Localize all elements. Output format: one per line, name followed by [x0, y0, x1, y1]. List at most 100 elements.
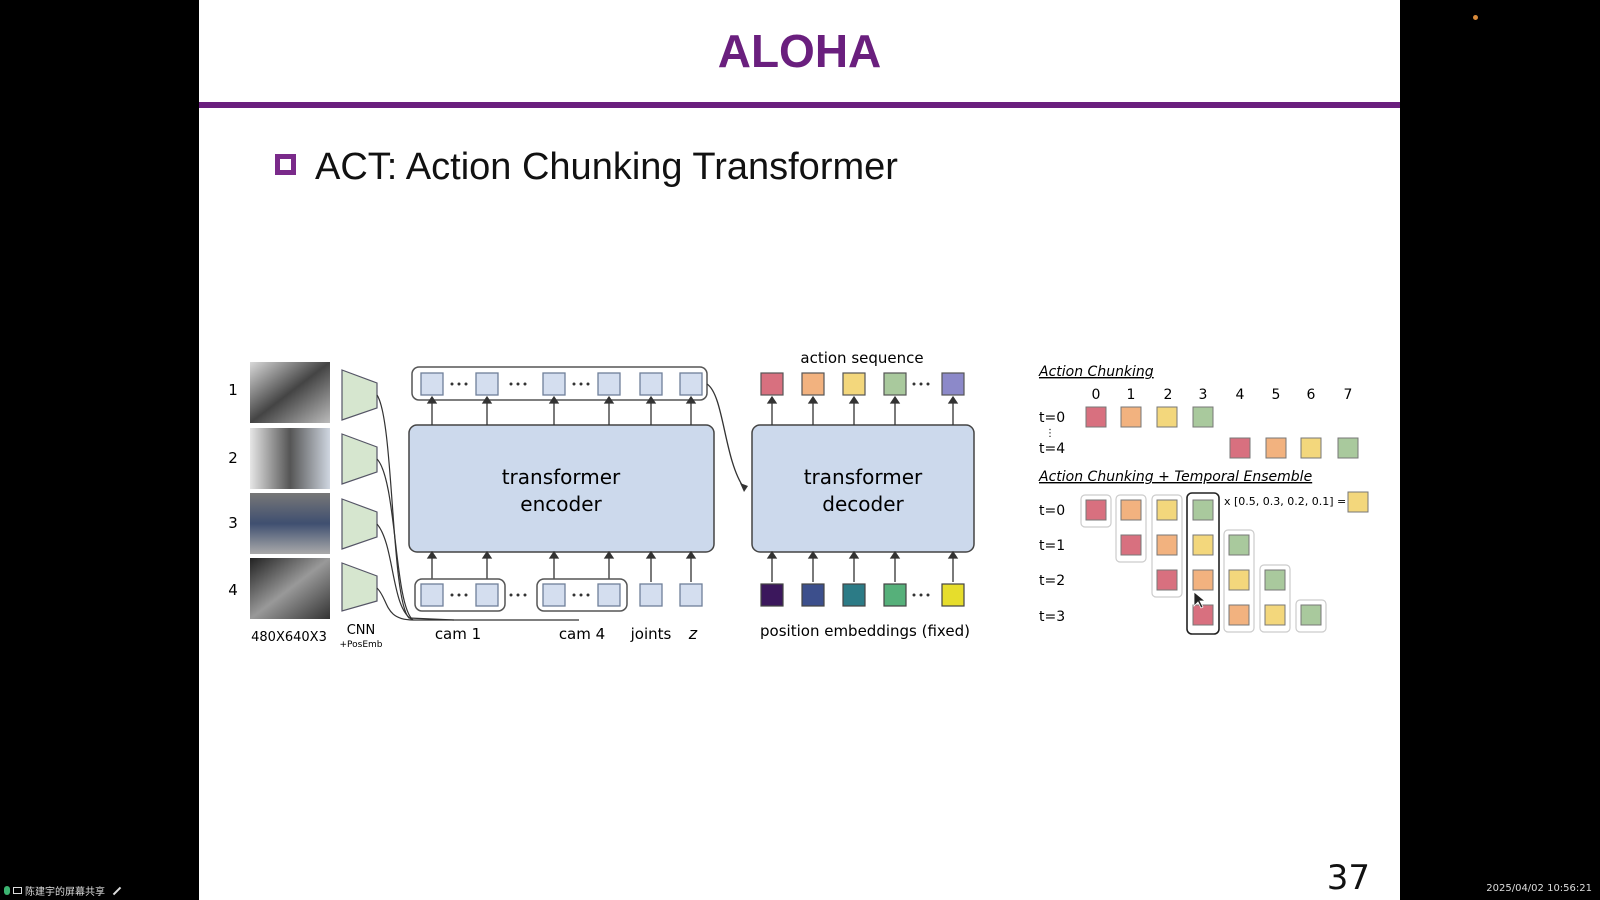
decoder-label-line1: transformer [804, 465, 923, 489]
weights-formula: x [0.5, 0.3, 0.2, 0.1] = [1224, 495, 1346, 508]
position-embedding-token [941, 583, 965, 607]
column-header: 2 [1164, 387, 1173, 403]
ensemble-row-label: t=3 [1039, 609, 1065, 625]
position-embedding-token [760, 583, 784, 607]
arrow-head [740, 483, 748, 492]
column-header: 1 [1127, 387, 1136, 403]
encoder-to-decoder-arrow [706, 383, 745, 489]
column-header: 4 [1236, 387, 1245, 403]
act-architecture-diagram: 1 2 3 4 480X640X3 CNN +PosEmb [228, 349, 1369, 650]
posemb-label: +PosEmb [339, 640, 382, 650]
camera-label: 4 [228, 581, 238, 599]
encoder-arrows [426, 395, 697, 582]
token [420, 372, 444, 396]
screen-share-label: 陈建宇的屏幕共享 [25, 887, 105, 898]
token [475, 372, 499, 396]
ellipsis-dots [912, 382, 930, 597]
token [420, 583, 444, 607]
cam4-label: cam 4 [559, 625, 605, 643]
camera-index-labels: 1 2 3 4 [228, 381, 238, 599]
title-divider [199, 102, 1400, 108]
position-embeddings-label: position embeddings (fixed) [760, 622, 970, 640]
ensemble-row-label: t=1 [1039, 538, 1065, 554]
pen-icon[interactable] [112, 886, 122, 895]
encoder-output-tokens [420, 372, 703, 396]
column-header: 6 [1307, 387, 1316, 403]
column-header: 3 [1199, 387, 1208, 403]
page-number: 37 [1326, 858, 1370, 898]
action-chunking-title: Action Chunking [1038, 364, 1154, 380]
column-header: 0 [1092, 387, 1101, 403]
token [542, 583, 566, 607]
chunk-row-label: t=0 [1039, 410, 1065, 426]
camera-label: 1 [228, 381, 238, 399]
cam1-label: cam 1 [435, 625, 481, 643]
slide-heading: ACT: Action Chunking Transformer [315, 146, 898, 188]
microphone-icon [4, 886, 10, 895]
token [679, 583, 703, 607]
token [639, 583, 663, 607]
token [597, 583, 621, 607]
position-embedding-token [883, 583, 907, 607]
column-header: 7 [1344, 387, 1353, 403]
ensemble-result-cell [1347, 491, 1369, 513]
camera-label: 2 [228, 449, 238, 467]
slide-title: ALOHA [717, 25, 882, 77]
screen-share-indicator[interactable]: 陈建宇的屏幕共享 [4, 883, 122, 898]
token [475, 583, 499, 607]
cnn-trapezoid [341, 498, 378, 550]
ensemble-cells [1085, 499, 1322, 626]
token [542, 372, 566, 396]
token [597, 372, 621, 396]
screen-share-icon [13, 887, 22, 894]
chunk-row-label: t=4 [1039, 441, 1065, 457]
cnn-label: CNN [347, 623, 376, 638]
column-header: 5 [1272, 387, 1281, 403]
decoder-arrows [766, 395, 959, 582]
ensemble-row-label: t=2 [1039, 573, 1065, 589]
slide: ALOHA ACT: Action Chunking Transformer 1… [199, 0, 1400, 900]
token [639, 372, 663, 396]
action-sequence-label: action sequence [800, 349, 923, 367]
action-token [883, 372, 907, 396]
system-clock: 2025/04/02 10:56:21 [1486, 883, 1592, 894]
encoder-input-tokens [420, 583, 703, 607]
mouse-cursor-icon [1193, 591, 1207, 609]
action-sequence-tokens [760, 372, 965, 396]
action-token [801, 372, 825, 396]
temporal-ensemble-title: Action Chunking + Temporal Ensemble [1038, 469, 1312, 485]
camera-image [250, 493, 330, 554]
camera-images [250, 362, 330, 619]
cnn-trapezoid [341, 433, 378, 485]
position-embedding-tokens [760, 583, 965, 607]
transformer-encoder-block [408, 424, 715, 553]
ensemble-row-label: t=0 [1039, 503, 1065, 519]
ensemble-row-labels: t=0 t=1 t=2 t=3 [1039, 503, 1065, 625]
ellipsis-dots [450, 593, 590, 597]
decoder-label-line2: decoder [822, 492, 904, 516]
image-size-label: 480X640X3 [251, 630, 327, 645]
transformer-decoder-block [751, 424, 975, 553]
position-embedding-token [842, 583, 866, 607]
z-label: z [688, 624, 698, 643]
cnn-trapezoid [341, 369, 378, 421]
cnn-connectors [376, 394, 579, 621]
chunk-cells [1085, 406, 1359, 459]
ellipsis-dots [450, 382, 590, 386]
action-token [842, 372, 866, 396]
bullet-square-icon [275, 154, 296, 175]
cnn-blocks [341, 369, 378, 612]
token [679, 372, 703, 396]
camera-image [250, 558, 330, 619]
ensemble-highlight-column [1186, 492, 1220, 635]
encoder-label-line1: transformer [502, 465, 621, 489]
camera-label: 3 [228, 514, 238, 532]
ensemble-column-outlines [1080, 494, 1327, 633]
joints-label: joints [630, 625, 672, 643]
encoder-label-line2: encoder [520, 492, 602, 516]
recording-indicator-icon [1473, 15, 1478, 20]
chunk-column-headers: 0 1 2 3 4 5 6 7 [1092, 387, 1353, 403]
action-token [760, 372, 784, 396]
position-embedding-token [801, 583, 825, 607]
camera-image [250, 362, 330, 423]
